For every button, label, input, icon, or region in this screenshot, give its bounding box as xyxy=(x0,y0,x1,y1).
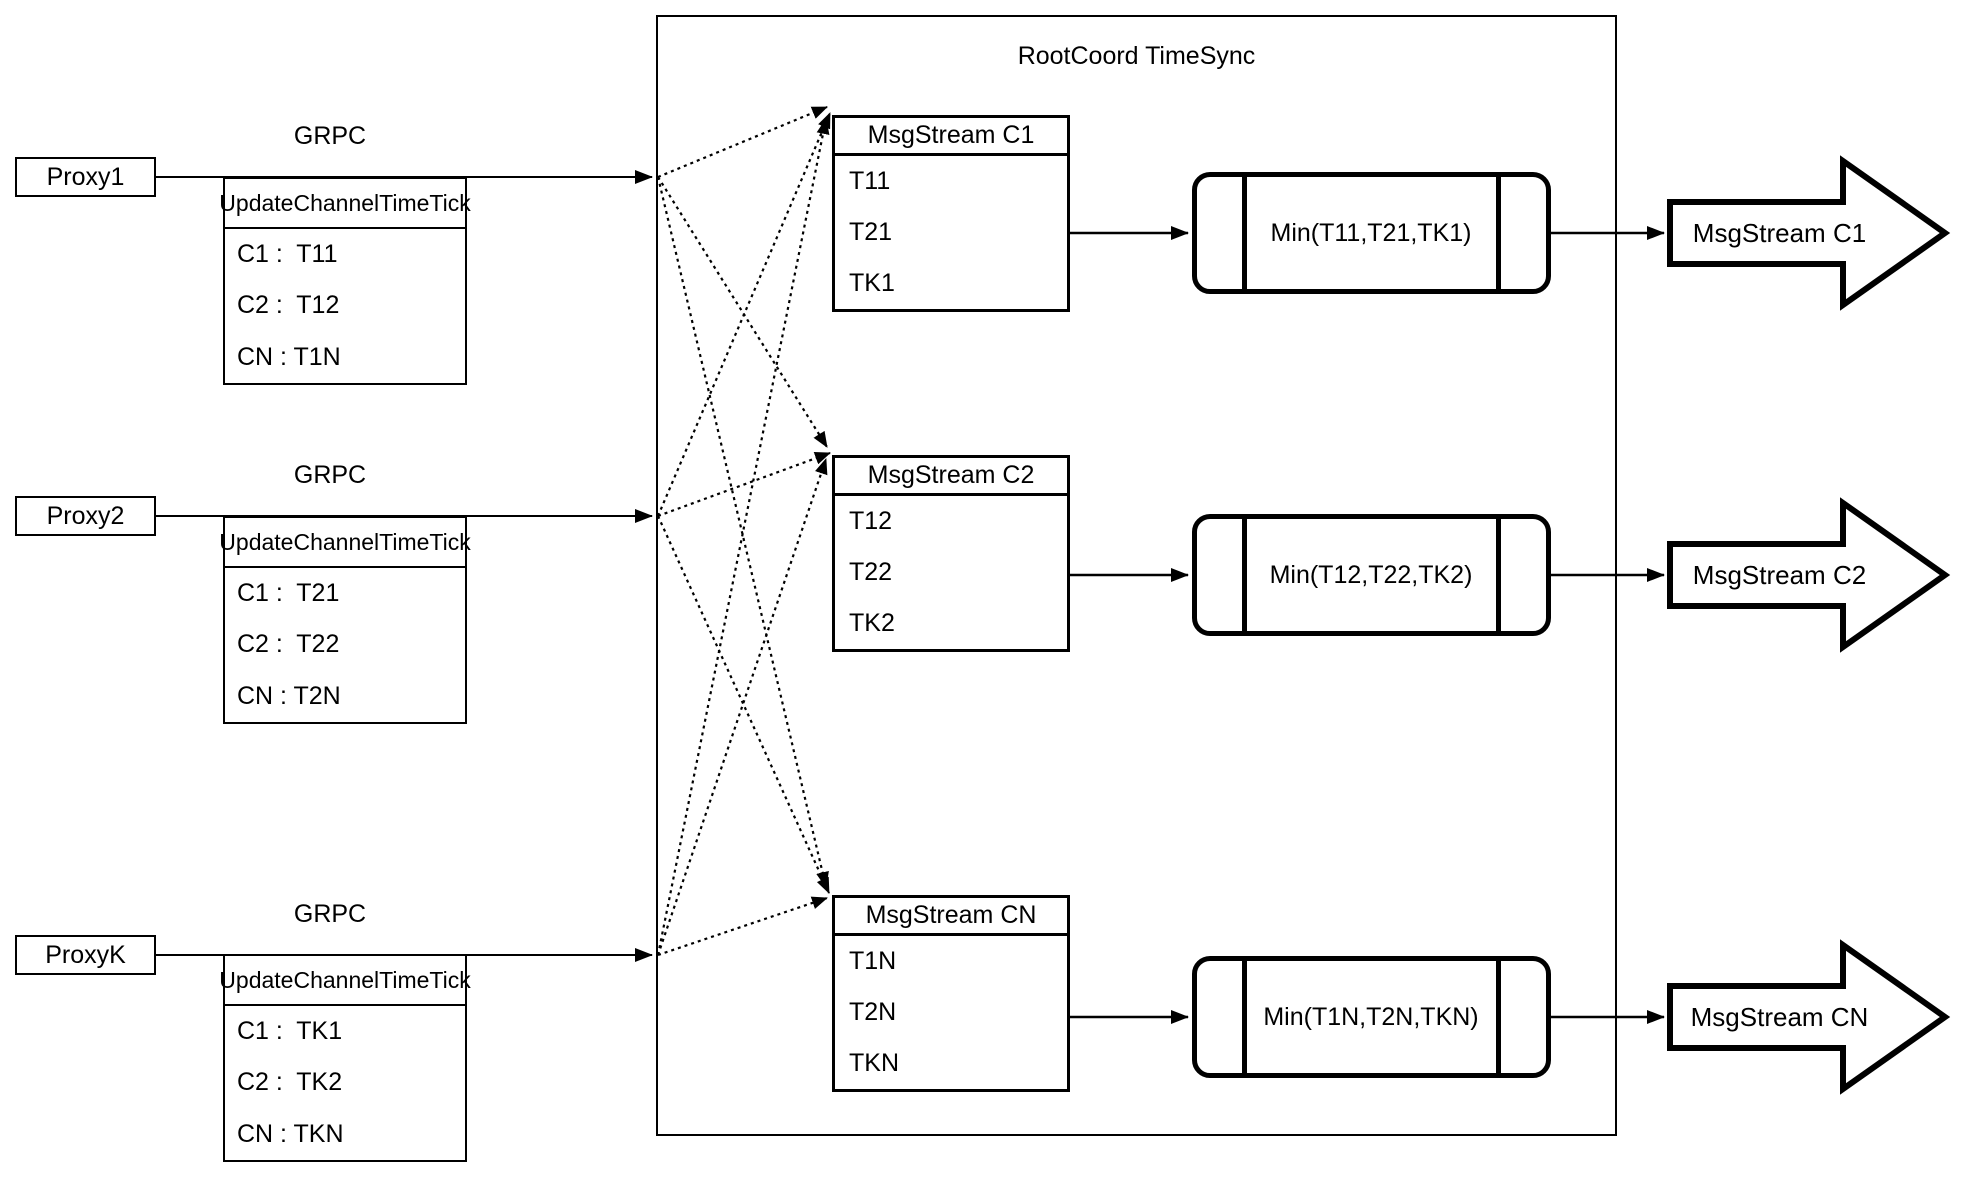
channel-timetick-row: C2 : TK2 xyxy=(237,1068,343,1097)
msgstream-cn-table: MsgStream CN T1N T2N TKN xyxy=(832,895,1070,1092)
proxy-2-box: Proxy2 xyxy=(15,496,156,536)
grpc-label-3: GRPC xyxy=(293,900,367,928)
min-op-c2: Min(T12,T22,TK2) xyxy=(1192,514,1551,636)
min-op-right-separator xyxy=(1496,519,1501,631)
channel-timetick-row: CN : T1N xyxy=(237,342,341,371)
grpc-message-2-title: UpdateChannelTimeTick xyxy=(219,518,471,568)
proxy-k-box: ProxyK xyxy=(15,935,156,975)
output-arrow-cn-shape xyxy=(1667,939,1951,1095)
tick-row: TK2 xyxy=(849,609,895,637)
min-op-c1: Min(T11,T21,TK1) xyxy=(1192,172,1551,294)
fanout-arrow-pk-c2 xyxy=(656,458,828,956)
grpc-message-1: UpdateChannelTimeTick C1 : T11 C2 : T12 … xyxy=(219,177,471,385)
msgstream-cn-title: MsgStream CN xyxy=(835,898,1067,936)
grpc-message-3: UpdateChannelTimeTick C1 : TK1 C2 : TK2 … xyxy=(219,954,471,1162)
fanout-arrow-p1-c1 xyxy=(657,105,828,179)
msgstream-c1-title: MsgStream C1 xyxy=(835,118,1067,156)
msgstream-c1-table: MsgStream C1 T11 T21 TK1 xyxy=(832,115,1070,312)
min-op-cn: Min(T1N,T2N,TKN) xyxy=(1192,956,1551,1078)
rootcoord-box xyxy=(656,15,1617,1136)
msgstream-c2-table: MsgStream C2 T12 T22 TK2 xyxy=(832,455,1070,652)
proxy-1-label: Proxy1 xyxy=(46,162,125,191)
msgstream-c2-title: MsgStream C2 xyxy=(835,458,1067,496)
min-op-right-separator xyxy=(1496,177,1501,289)
output-arrow-cn-label: MsgStream CN xyxy=(1690,1001,1869,1032)
proxy-k-label: ProxyK xyxy=(45,940,126,969)
tick-row: T1N xyxy=(849,947,897,975)
tick-row: TKN xyxy=(849,1049,899,1077)
output-arrow-c1-label: MsgStream C1 xyxy=(1692,217,1867,248)
grpc-message-3-title: UpdateChannelTimeTick xyxy=(219,956,471,1006)
channel-timetick-row: C2 : T22 xyxy=(237,630,340,659)
fanout-arrow-p2-c1 xyxy=(656,112,832,517)
channel-timetick-row: C1 : T11 xyxy=(237,240,338,269)
output-arrow-c1-shape xyxy=(1667,155,1951,311)
channel-timetick-row: CN : TKN xyxy=(237,1119,344,1148)
min-op-left-separator xyxy=(1242,177,1247,289)
tick-row: T22 xyxy=(849,558,893,586)
min-op-right-separator xyxy=(1496,961,1501,1073)
min-op-cn-label: Min(T1N,T2N,TKN) xyxy=(1263,1002,1479,1031)
grpc-label-2: GRPC xyxy=(293,461,367,489)
fanout-arrow-pk-cn xyxy=(657,896,828,957)
channel-timetick-row: C1 : T21 xyxy=(237,579,340,608)
rootcoord-title: RootCoord TimeSync xyxy=(1017,42,1256,70)
channel-timetick-row: C2 : T12 xyxy=(237,291,340,320)
fanout-arrow-p1-cn xyxy=(656,176,829,888)
proxy-2-label: Proxy2 xyxy=(46,501,125,530)
channel-timetick-row: CN : T2N xyxy=(237,681,341,710)
tick-row: T12 xyxy=(849,507,893,535)
grpc-label-1: GRPC xyxy=(293,122,367,150)
min-op-c1-label: Min(T11,T21,TK1) xyxy=(1270,218,1472,247)
tick-row: T21 xyxy=(849,218,893,246)
output-arrow-c2-shape xyxy=(1667,497,1951,653)
output-arrow-c2-label: MsgStream C2 xyxy=(1692,559,1867,590)
min-op-left-separator xyxy=(1242,519,1247,631)
min-op-left-separator xyxy=(1242,961,1247,1073)
channel-timetick-row: C1 : TK1 xyxy=(237,1017,343,1046)
proxy-1-box: Proxy1 xyxy=(15,157,156,197)
grpc-message-2: UpdateChannelTimeTick C1 : T21 C2 : T22 … xyxy=(219,516,471,724)
min-op-c2-label: Min(T12,T22,TK2) xyxy=(1269,560,1473,589)
fanout-arrow-p2-cn xyxy=(656,515,831,894)
fanout-arrow-pk-c1 xyxy=(656,118,830,956)
tick-row: T2N xyxy=(849,998,897,1026)
tick-row: T11 xyxy=(849,167,891,195)
grpc-message-1-title: UpdateChannelTimeTick xyxy=(219,179,471,229)
tick-row: TK1 xyxy=(849,269,895,297)
fanout-arrow-p2-c2 xyxy=(657,451,831,518)
